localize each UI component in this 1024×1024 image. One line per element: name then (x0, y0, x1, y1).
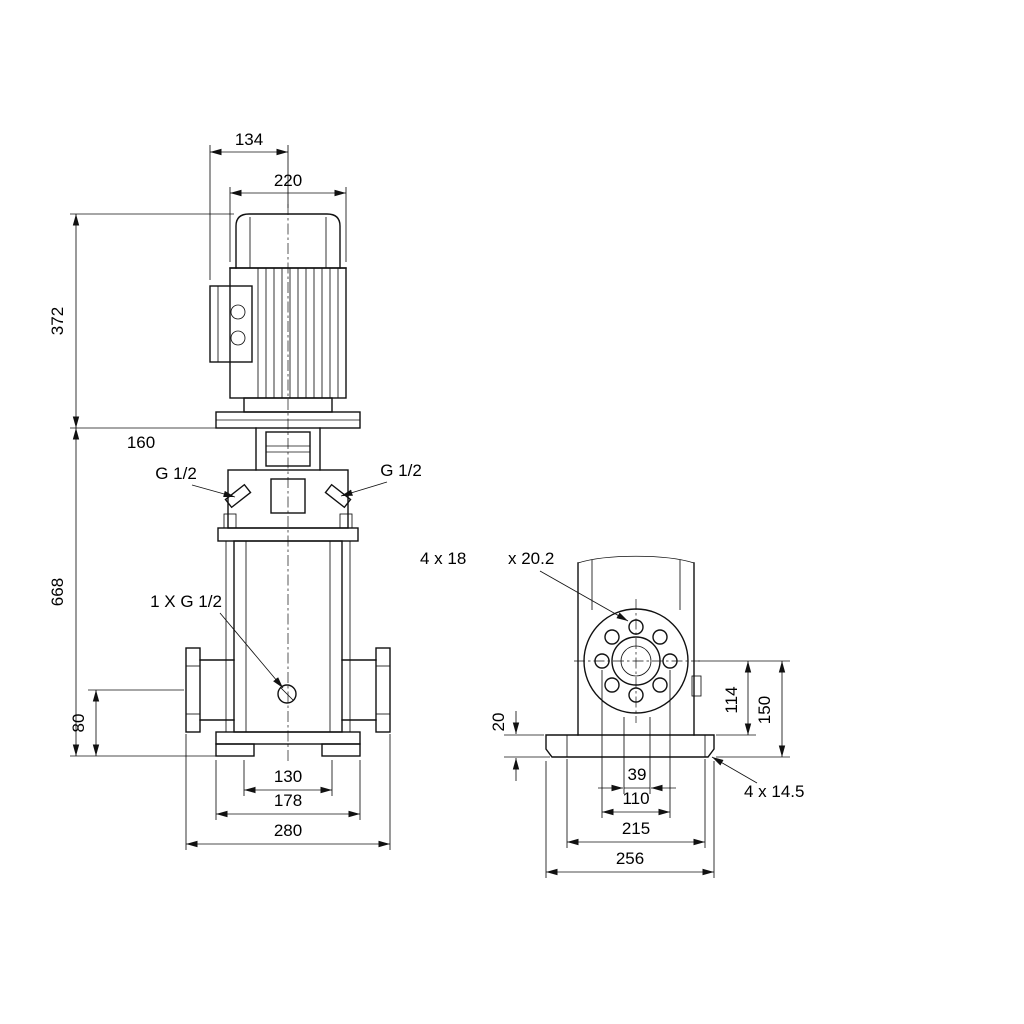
dimension-372: 372 (48, 213, 234, 429)
dimension-215: 215 (566, 759, 706, 848)
dimension-220: 220 (229, 171, 347, 262)
dim-256-label: 256 (616, 849, 644, 868)
cable-entry-hole (230, 330, 246, 346)
dim-39-label: 39 (628, 765, 647, 784)
dim-280-label: 280 (274, 821, 302, 840)
chamber-stack (225, 540, 351, 733)
head-window (270, 478, 306, 514)
cable-entry-hole (230, 304, 246, 320)
dim-178-label: 178 (274, 791, 302, 810)
dimension-39: 39 (598, 717, 676, 794)
dimension-80: 80 (69, 689, 184, 756)
drain-plug (277, 684, 297, 704)
flange-hole-callout: 4 x 18 x 20.2 (420, 549, 629, 622)
dim-220-label: 220 (274, 171, 302, 190)
dim-668-label: 668 (48, 578, 67, 606)
shaft-coupling (265, 431, 311, 467)
dimension-178: 178 (215, 760, 361, 820)
motor-cooling-fins (257, 268, 339, 398)
pump-column (577, 555, 702, 736)
port-label-left: G 1/2 (155, 464, 236, 498)
flange-bolt-holes (594, 619, 678, 703)
base-foot (215, 743, 255, 757)
dim-20-label: 20 (489, 713, 508, 732)
port-left-label: G 1/2 (155, 464, 197, 483)
motor-stool (215, 411, 361, 471)
staybolt-nut (339, 513, 353, 529)
dimension-256: 256 (545, 761, 715, 878)
dim-134-label: 134 (235, 130, 263, 149)
dim-215-label: 215 (622, 819, 650, 838)
clamp-tab (691, 675, 702, 697)
drain-label-group: 1 X G 1/2 (150, 592, 284, 689)
dimension-668: 668 (48, 428, 216, 757)
vent-plug-right (324, 483, 352, 509)
dimension-160: 160 (127, 433, 155, 452)
dimension-130: 130 (243, 760, 333, 796)
front-view: 134 220 372 668 160 G 1/2 (48, 130, 422, 850)
flange-hole-label-1: 4 x 18 (420, 549, 466, 568)
dim-110-label: 110 (622, 789, 649, 808)
suction-flange (185, 647, 235, 733)
staybolt-nut (223, 513, 237, 529)
dim-130-label: 130 (274, 767, 302, 786)
flange-outer (583, 608, 689, 714)
dimension-134: 134 (209, 130, 289, 280)
dimension-110: 110 (601, 670, 671, 818)
port-right-label: G 1/2 (380, 461, 422, 480)
dim-150-label: 150 (755, 696, 774, 724)
motor (209, 213, 347, 413)
dim-80-label: 80 (69, 714, 88, 733)
motor-top-cap (235, 213, 341, 269)
dim-114-label: 114 (722, 686, 741, 713)
pump-base (215, 731, 361, 757)
base-plate (545, 734, 715, 758)
flange-bore (611, 636, 661, 686)
side-view: 4 x 18 x 20.2 20 114 150 (420, 549, 805, 878)
flange-hole-label-2: x 20.2 (508, 549, 554, 568)
port-label-right: G 1/2 (340, 461, 422, 497)
discharge-flange (341, 647, 391, 733)
dim-372-label: 372 (48, 307, 67, 335)
vent-plug-left (224, 483, 252, 509)
dimension-280: 280 (185, 734, 391, 850)
dimension-114: 114 (698, 660, 790, 736)
base-foot (321, 743, 361, 757)
terminal-box (209, 285, 253, 363)
base-hole-label: 4 x 14.5 (744, 782, 805, 801)
dim-160-label: 160 (127, 433, 155, 452)
dimension-20: 20 (489, 711, 550, 781)
base-hole-callout: 4 x 14.5 (711, 756, 805, 801)
port-flange-face (574, 599, 700, 723)
drain-label: 1 X G 1/2 (150, 592, 222, 611)
break-line (577, 555, 695, 564)
dimension-150: 150 (716, 661, 790, 758)
